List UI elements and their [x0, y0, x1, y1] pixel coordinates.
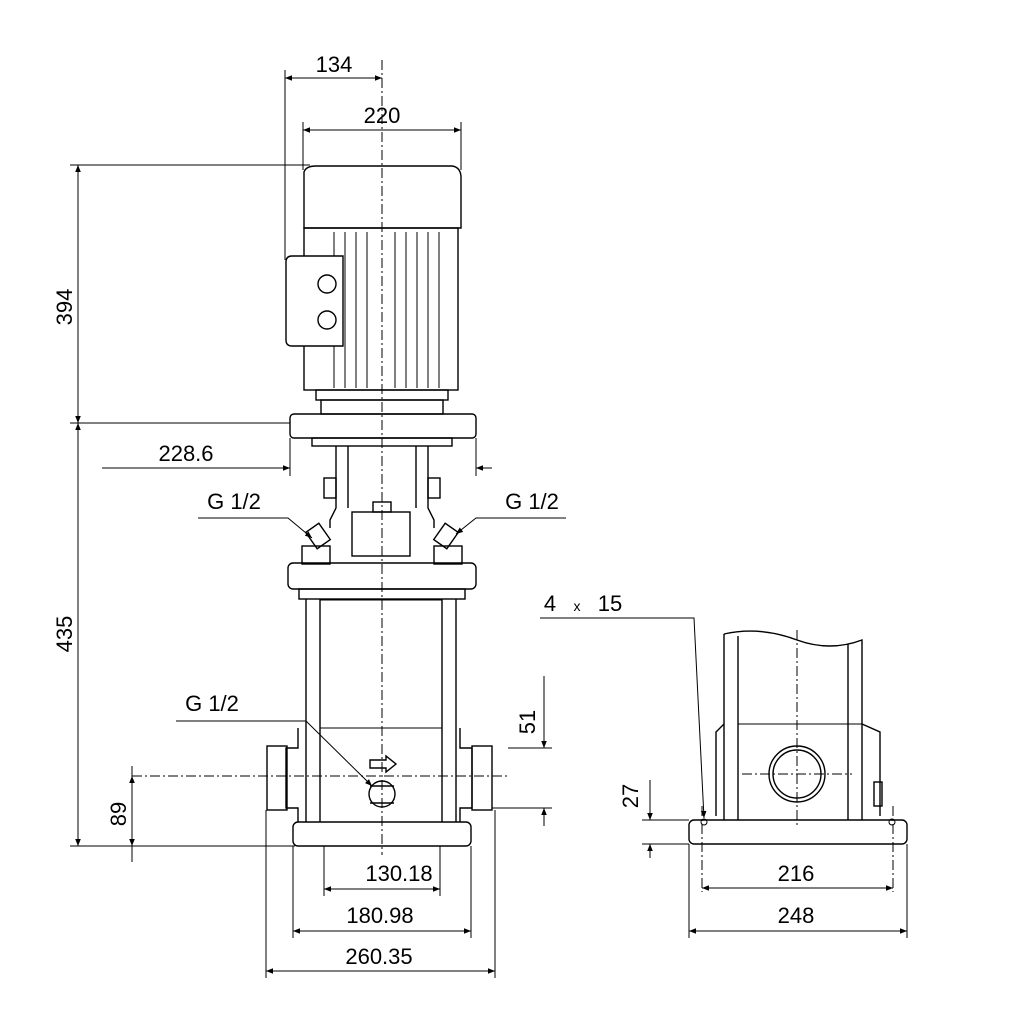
base-plate	[292, 821, 472, 847]
side-base-left	[715, 723, 725, 816]
motor-cooling-fins	[333, 232, 440, 388]
coupling-cap	[372, 501, 392, 513]
dim-foot-width: 248	[778, 903, 815, 928]
label-drain: G 1/2	[185, 691, 239, 716]
terminal-box	[285, 255, 344, 347]
bolt-hole-right	[888, 818, 896, 826]
motor-flange	[289, 413, 477, 439]
flow-arrow-icon	[369, 754, 398, 774]
bolt-hole-left	[700, 818, 708, 826]
label-vent-left: G 1/2	[207, 489, 261, 514]
leader-vent-left	[198, 517, 313, 539]
dim-base-inner: 130.18	[365, 861, 432, 886]
side-view: 4 x 15 27 216 248	[540, 591, 908, 938]
vent-plug-right	[432, 522, 463, 565]
clamp-left	[323, 477, 337, 499]
coupling-leg-right	[427, 446, 435, 528]
dim-motor-width: 134	[316, 52, 353, 77]
side-base-right	[861, 723, 881, 816]
sleeve-break-line	[723, 630, 863, 820]
dim-flange-width: 228.6	[158, 441, 213, 466]
cable-gland-upper	[317, 274, 337, 294]
label-vent-right: G 1/2	[505, 489, 559, 514]
base-side-right	[459, 728, 473, 822]
front-view: 134 220 394 435 228.6 G 1/2 G 1/2 G 1/2	[52, 52, 566, 978]
base-side-left	[285, 728, 299, 822]
motor-fan-cover	[303, 165, 462, 229]
leader-holes	[540, 617, 707, 819]
inlet-port-inner	[772, 749, 822, 799]
drain-plug-flats	[370, 785, 394, 804]
dim-port-offset: 51	[515, 710, 540, 734]
dim-motor-height: 394	[52, 289, 77, 326]
leader-drain	[176, 720, 373, 787]
leader-vent-right	[455, 517, 566, 535]
drain-plug	[368, 780, 396, 808]
clamp-right	[427, 477, 441, 499]
side-base-plate	[688, 819, 908, 845]
side-plug	[873, 781, 883, 807]
dim-motor-top-width: 220	[364, 103, 401, 128]
holes-times: x	[574, 598, 581, 614]
holes-count: 4	[544, 591, 556, 616]
holes-size: 15	[598, 591, 622, 616]
dim-foot-height: 27	[618, 784, 643, 808]
dim-pump-height: 435	[52, 616, 77, 653]
dim-inlet-height: 89	[106, 802, 131, 826]
dim-base-mid: 180.98	[346, 903, 413, 928]
inlet-port-outer	[768, 745, 826, 803]
coupling-housing	[351, 511, 411, 557]
cable-gland-lower	[317, 310, 337, 330]
coupling-leg-left	[329, 446, 337, 528]
inlet-flange	[266, 745, 288, 811]
pump-head-lower	[298, 588, 466, 600]
outlet-flange	[471, 745, 493, 811]
vent-plug-left	[301, 522, 332, 565]
dim-hole-spacing: 216	[778, 861, 815, 886]
dim-base-overall: 260.35	[345, 944, 412, 969]
flange-plate	[311, 437, 453, 447]
